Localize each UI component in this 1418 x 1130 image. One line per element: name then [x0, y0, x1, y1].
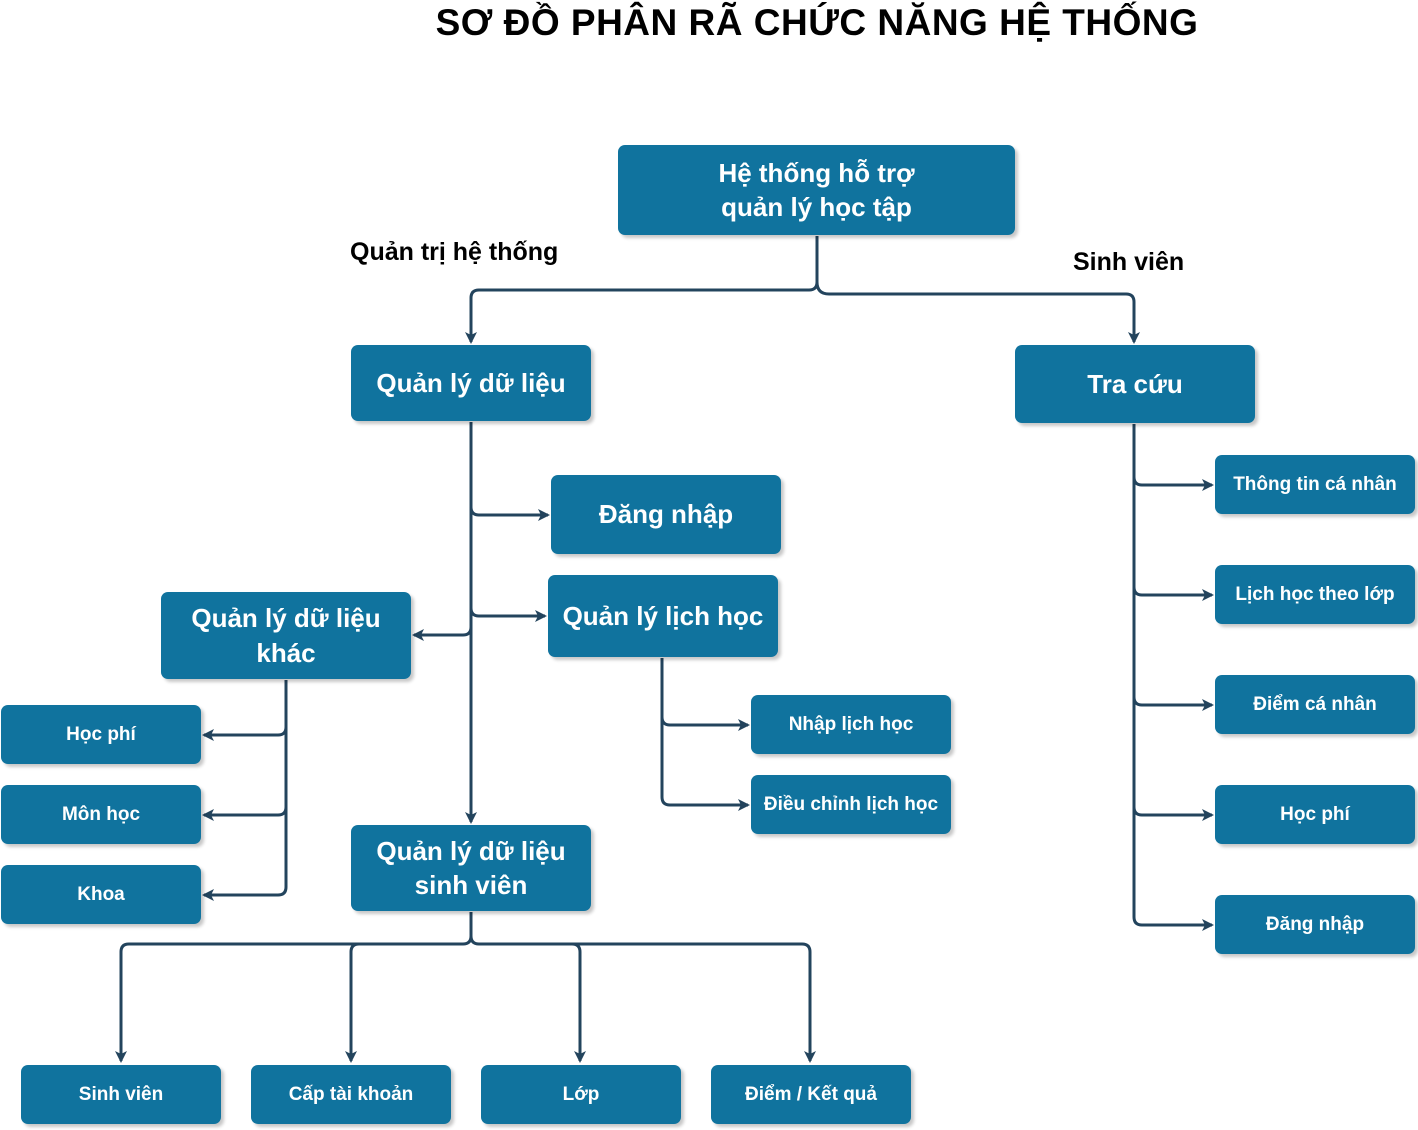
node-lookup-tuition-label: Học phí [1280, 803, 1350, 825]
edge-other-subject [202, 806, 288, 821]
node-account-label: Cấp tài khoản [288, 1083, 414, 1105]
node-lookup[interactable]: Tra cứu [1015, 345, 1255, 423]
node-personal-grades[interactable]: Điểm cá nhân [1215, 675, 1415, 734]
edge-lookup-class-schedule [1132, 586, 1214, 601]
node-class-label: Lớp [562, 1083, 600, 1105]
edge-other-tuition [202, 726, 288, 741]
node-other-data[interactable]: Quản lý dữ liệu khác [161, 592, 411, 679]
node-grades[interactable]: Điểm / Kết quả [711, 1065, 911, 1124]
node-login-label: Đăng nhập [598, 499, 734, 530]
edge-student-data-class [469, 935, 586, 1063]
node-adjust-schedule-label: Điều chỉnh lịch học [763, 793, 939, 815]
node-root[interactable]: Hệ thống hỗ trợ quản lý học tập [618, 145, 1015, 235]
node-student-data-label: Quản lý dữ liệu sinh viên [376, 835, 566, 900]
node-data-management[interactable]: Quản lý dữ liệu [351, 345, 591, 421]
edge-student-data-account [345, 942, 360, 1063]
edge-lookup-tuition [1132, 806, 1214, 821]
node-student-label: Sinh viên [78, 1083, 164, 1105]
edge-label-student: Sinh viên [1073, 248, 1185, 276]
edge-other-faculty [202, 680, 288, 901]
node-subject-label: Môn học [61, 803, 141, 825]
edge-data-mgmt-other [412, 626, 473, 641]
edge-data-mgmt-schedule [469, 607, 547, 622]
node-enter-schedule-label: Nhập lịch học [788, 713, 914, 735]
node-lookup-tuition[interactable]: Học phí [1215, 785, 1415, 844]
edge-lookup-info [1132, 476, 1214, 491]
node-student-data[interactable]: Quản lý dữ liệu sinh viên [351, 825, 591, 911]
edge-schedule-adjust [660, 658, 750, 811]
node-data-management-label: Quản lý dữ liệu [376, 367, 566, 398]
node-schedule-management-label: Quản lý lịch học [562, 600, 764, 631]
node-lookup-login-label: Đăng nhập [1265, 913, 1365, 935]
edge-data-mgmt-login [469, 506, 550, 521]
edge-lookup-grades [1132, 696, 1214, 711]
node-enter-schedule[interactable]: Nhập lịch học [751, 695, 951, 754]
node-personal-grades-label: Điểm cá nhân [1253, 693, 1377, 715]
node-personal-info-label: Thông tin cá nhân [1233, 473, 1397, 495]
node-class[interactable]: Lớp [481, 1065, 681, 1124]
node-schedule-management[interactable]: Quản lý lịch học [548, 575, 778, 657]
node-subject[interactable]: Môn học [1, 785, 201, 844]
edge-schedule-enter [660, 716, 750, 731]
node-personal-info[interactable]: Thông tin cá nhân [1215, 455, 1415, 514]
node-account[interactable]: Cấp tài khoản [251, 1065, 451, 1124]
node-tuition[interactable]: Học phí [1, 705, 201, 764]
node-login[interactable]: Đăng nhập [551, 475, 781, 554]
node-faculty[interactable]: Khoa [1, 865, 201, 924]
node-adjust-schedule[interactable]: Điều chỉnh lịch học [751, 775, 951, 834]
node-lookup-label: Tra cứu [1087, 368, 1183, 399]
node-grades-label: Điểm / Kết quả [745, 1083, 877, 1105]
edge-label-admin: Quản trị hệ thống [350, 238, 559, 266]
edge-root-lookup [815, 281, 1140, 344]
diagram-title: SƠ ĐỒ PHÂN RÃ CHỨC NĂNG HỆ THỐNG [435, 2, 1199, 43]
node-class-schedule[interactable]: Lịch học theo lớp [1215, 565, 1415, 624]
node-faculty-label: Khoa [77, 883, 125, 905]
node-tuition-label: Học phí [66, 723, 136, 745]
node-root-label: Hệ thống hỗ trợ quản lý học tập [718, 157, 915, 222]
edge-lookup-login [1132, 424, 1214, 931]
node-class-schedule-label: Lịch học theo lớp [1235, 583, 1395, 605]
edge-student-data-bus [115, 912, 473, 1063]
node-student[interactable]: Sinh viên [21, 1065, 221, 1124]
edge-student-data-grades [572, 942, 816, 1063]
node-other-data-label: Quản lý dữ liệu khác [191, 603, 381, 668]
node-lookup-login[interactable]: Đăng nhập [1215, 895, 1415, 954]
